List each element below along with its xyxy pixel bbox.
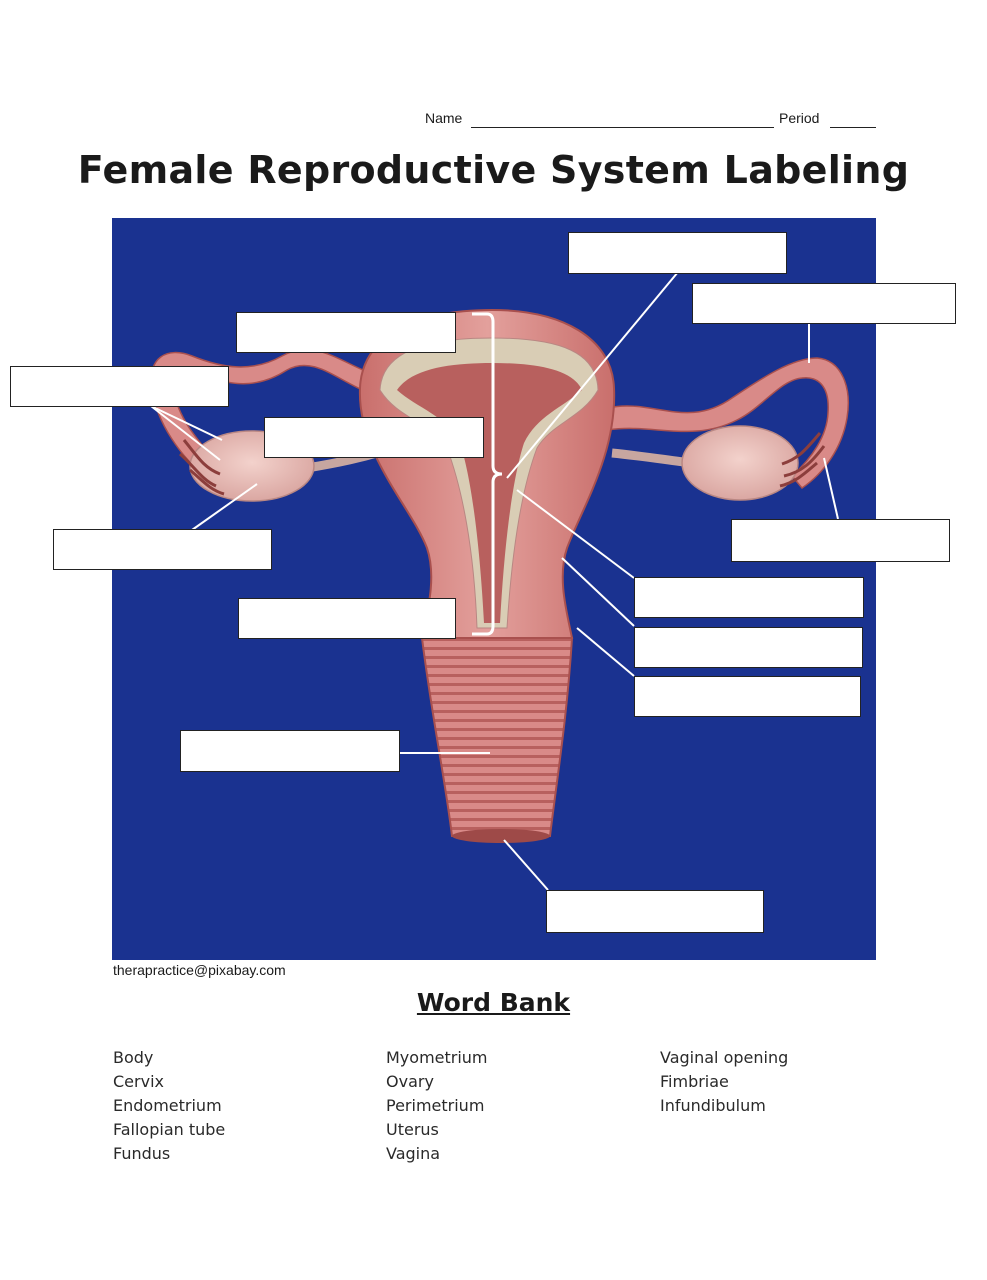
- blank-label-ovary[interactable]: [53, 529, 272, 570]
- name-blank-line[interactable]: [471, 127, 774, 128]
- blank-label-perimetrium[interactable]: [634, 627, 863, 668]
- word-bank-item: Infundibulum: [660, 1094, 788, 1118]
- blank-label-infundibulum-right[interactable]: [692, 283, 956, 324]
- blank-label-fundus-area[interactable]: [568, 232, 787, 274]
- blank-label-cervix-bracket[interactable]: [238, 598, 456, 639]
- word-bank-item: Fundus: [113, 1142, 225, 1166]
- blank-label-vagina[interactable]: [180, 730, 400, 772]
- image-credit: therapractice@pixabay.com: [113, 962, 286, 978]
- name-label: Name: [425, 110, 462, 126]
- word-bank-column-2: Myometrium Ovary Perimetrium Uterus Vagi…: [386, 1046, 488, 1166]
- word-bank-item: Myometrium: [386, 1046, 488, 1070]
- word-bank-item: Cervix: [113, 1070, 225, 1094]
- blank-label-fimbriae-left[interactable]: [10, 366, 229, 407]
- right-ovary: [682, 426, 798, 500]
- word-bank-item: Vagina: [386, 1142, 488, 1166]
- blank-label-vaginal-opening[interactable]: [546, 890, 764, 933]
- blank-label-endometrium[interactable]: [264, 417, 484, 458]
- period-blank-line[interactable]: [830, 127, 876, 128]
- word-bank-item: Endometrium: [113, 1094, 225, 1118]
- word-bank-item: Fallopian tube: [113, 1118, 225, 1142]
- word-bank-item: Vaginal opening: [660, 1046, 788, 1070]
- word-bank-column-3: Vaginal opening Fimbriae Infundibulum: [660, 1046, 788, 1118]
- word-bank-item: Fimbriae: [660, 1070, 788, 1094]
- blank-label-myometrium[interactable]: [634, 577, 864, 618]
- word-bank-item: Perimetrium: [386, 1094, 488, 1118]
- word-bank-item: Uterus: [386, 1118, 488, 1142]
- word-bank-item: Ovary: [386, 1070, 488, 1094]
- blank-label-cervix[interactable]: [634, 676, 861, 717]
- blank-label-fimbriae-right[interactable]: [731, 519, 950, 562]
- page-title: Female Reproductive System Labeling: [0, 148, 987, 192]
- vaginal-opening: [452, 829, 550, 843]
- word-bank-column-1: Body Cervix Endometrium Fallopian tube F…: [113, 1046, 225, 1166]
- name-period-header: Name Period: [425, 110, 885, 132]
- word-bank-title: Word Bank: [0, 988, 987, 1017]
- period-label: Period: [779, 110, 819, 126]
- blank-label-body-bracket[interactable]: [236, 312, 456, 353]
- word-bank-item: Body: [113, 1046, 225, 1070]
